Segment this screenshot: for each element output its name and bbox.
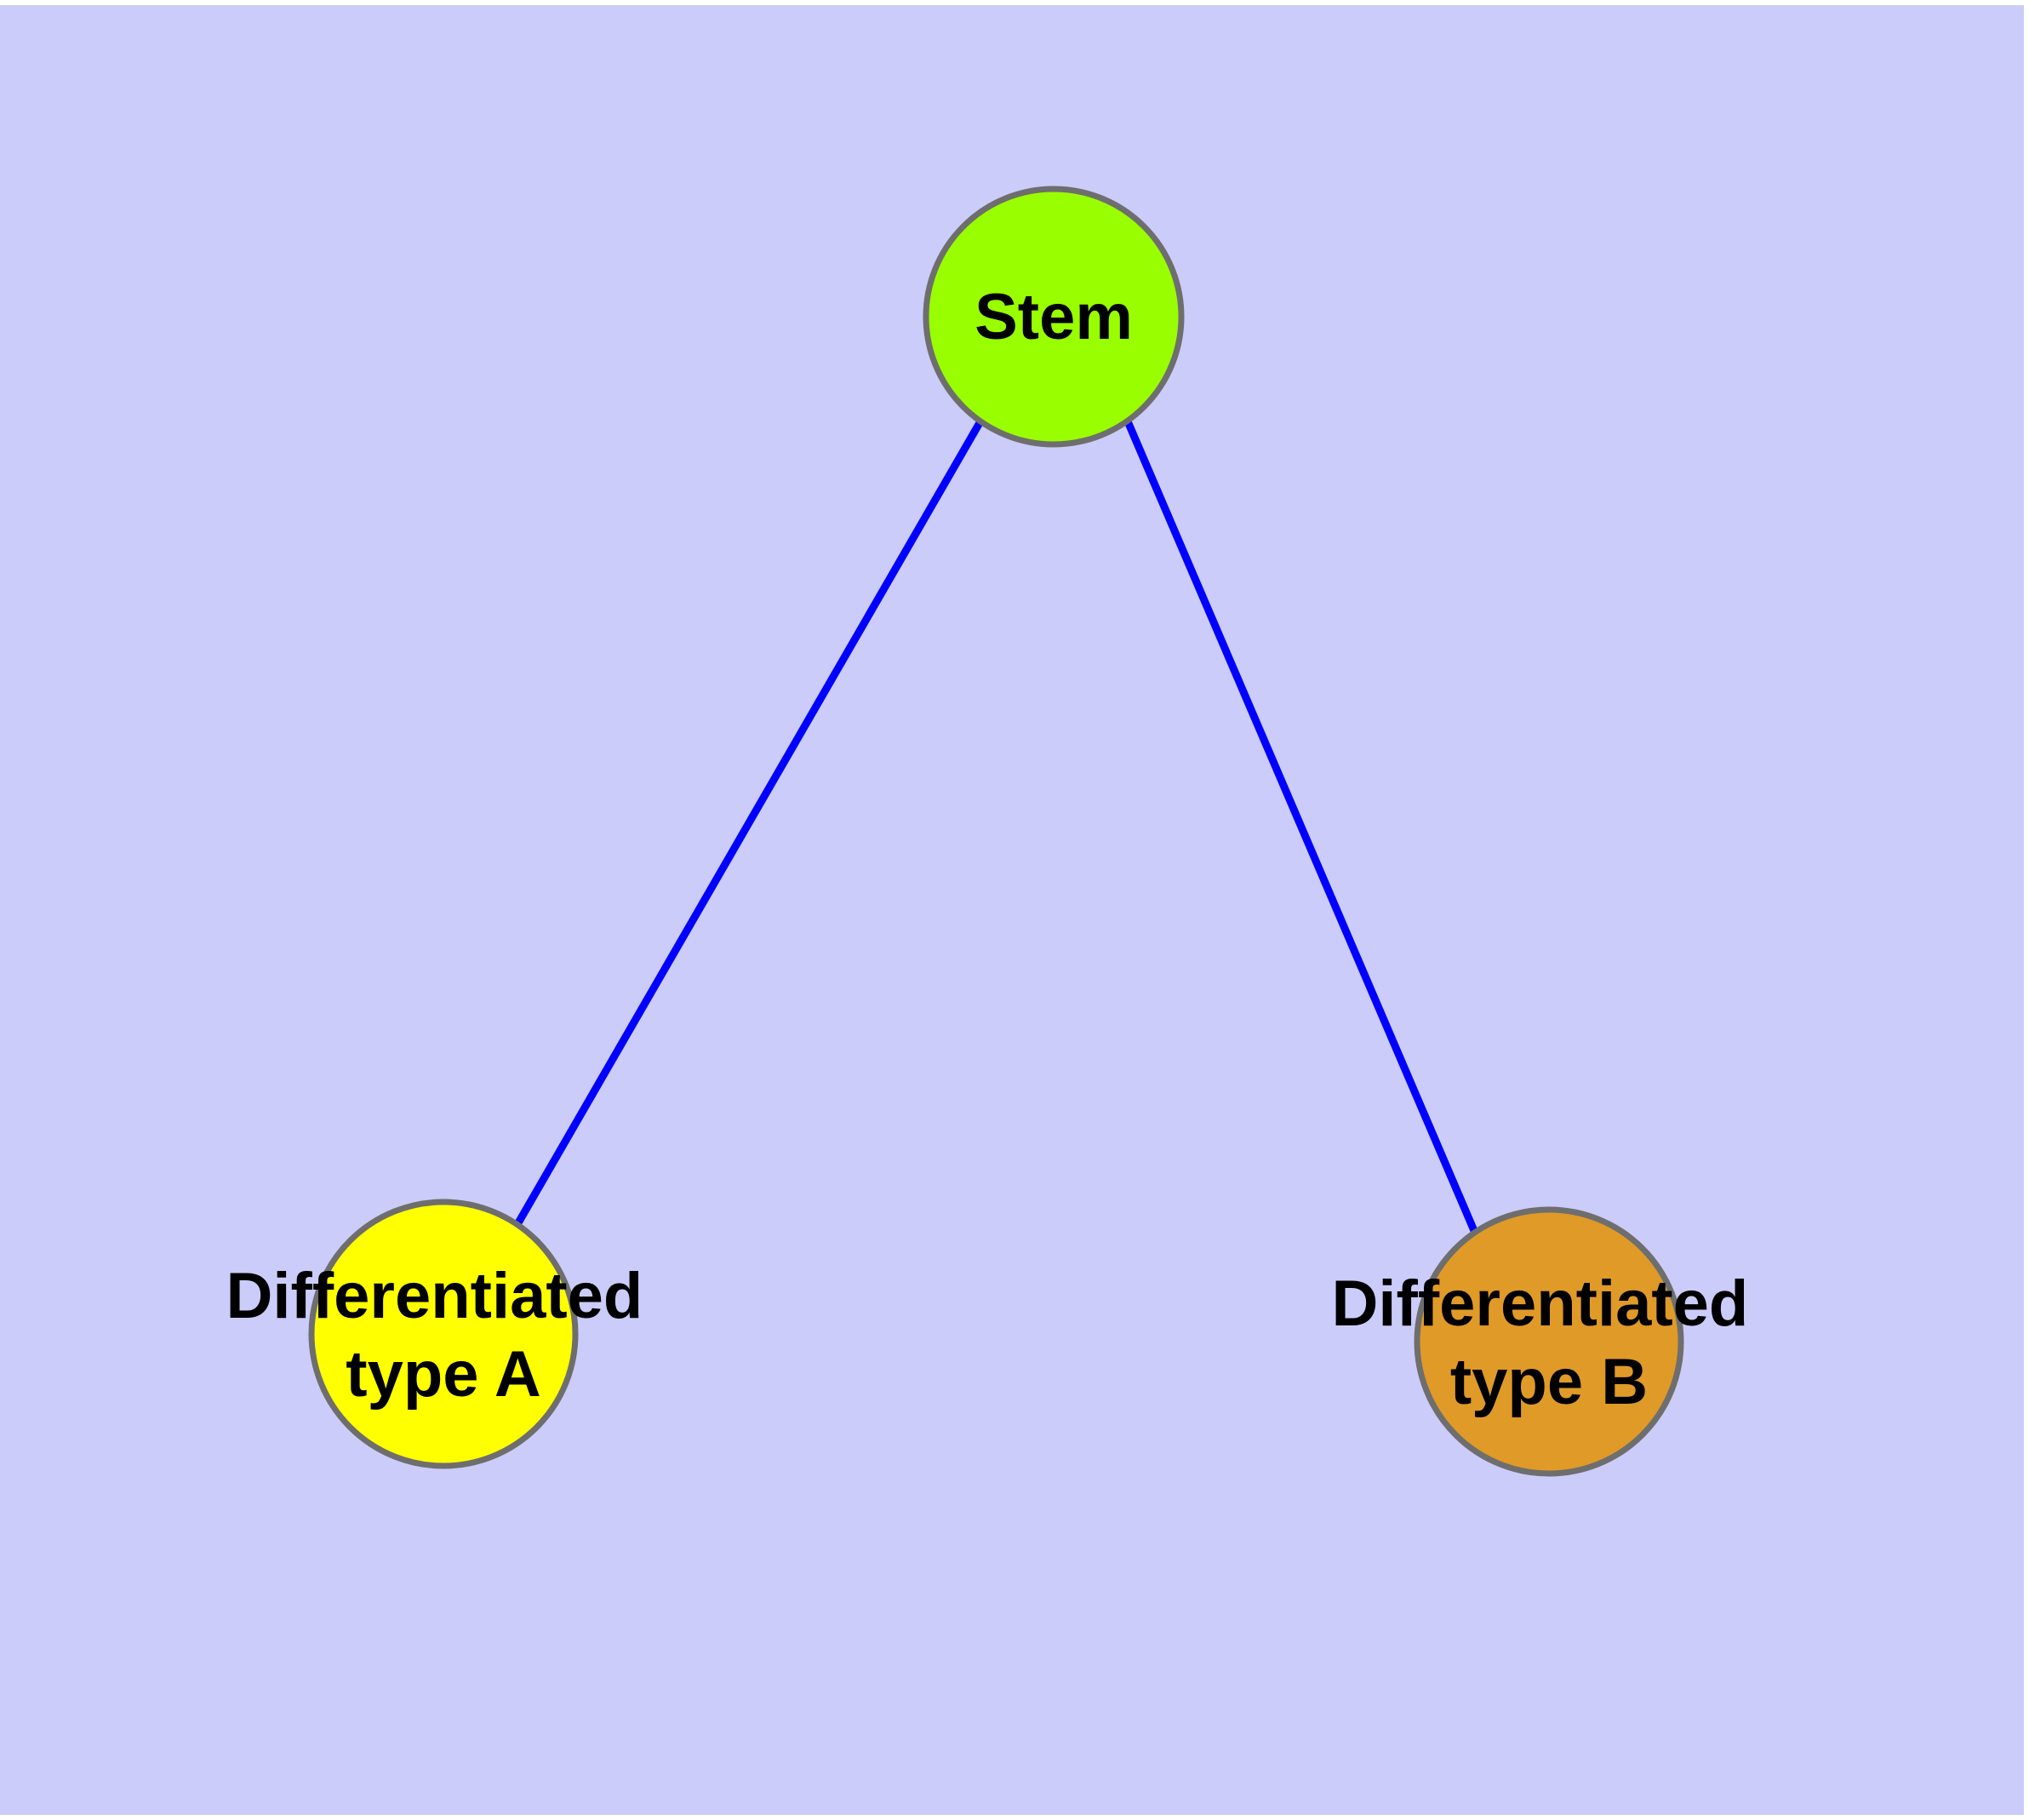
node-differentiated-type-a[interactable]: Differentiated type A bbox=[226, 1199, 661, 1469]
edge-stem-to-differentiated-type-b[interactable] bbox=[1123, 420, 1479, 1234]
node-differentiated-type-b[interactable]: Differentiated type B bbox=[1332, 1206, 1767, 1477]
edge-stem-to-differentiated-type-a[interactable] bbox=[513, 419, 984, 1228]
node-differentiated-type-b-label-line-1: Differentiated bbox=[1332, 1268, 1749, 1340]
graph-canvas: Stem Differentiated type A Differentiate… bbox=[0, 5, 2024, 1815]
node-stem-circle[interactable] bbox=[923, 186, 1185, 448]
node-stem-label: Stem bbox=[974, 281, 1133, 353]
node-differentiated-type-a-label-line-1: Differentiated bbox=[226, 1260, 643, 1332]
node-differentiated-type-a-circle[interactable] bbox=[308, 1199, 579, 1469]
edges-layer bbox=[513, 419, 1479, 1234]
nodes-layer: Stem Differentiated type A Differentiate… bbox=[226, 186, 1767, 1477]
graph-svg: Stem Differentiated type A Differentiate… bbox=[226, 186, 1767, 1477]
node-stem[interactable]: Stem bbox=[923, 186, 1185, 448]
node-differentiated-type-b-circle[interactable] bbox=[1414, 1206, 1684, 1477]
node-differentiated-type-a-label-line-2: type A bbox=[346, 1338, 540, 1411]
node-differentiated-type-b-label: Differentiated type B bbox=[1332, 1268, 1767, 1418]
node-differentiated-type-b-label-line-2: type B bbox=[1450, 1346, 1648, 1418]
node-stem-label-line-1: Stem bbox=[974, 281, 1133, 353]
node-differentiated-type-a-label: Differentiated type A bbox=[226, 1260, 661, 1411]
